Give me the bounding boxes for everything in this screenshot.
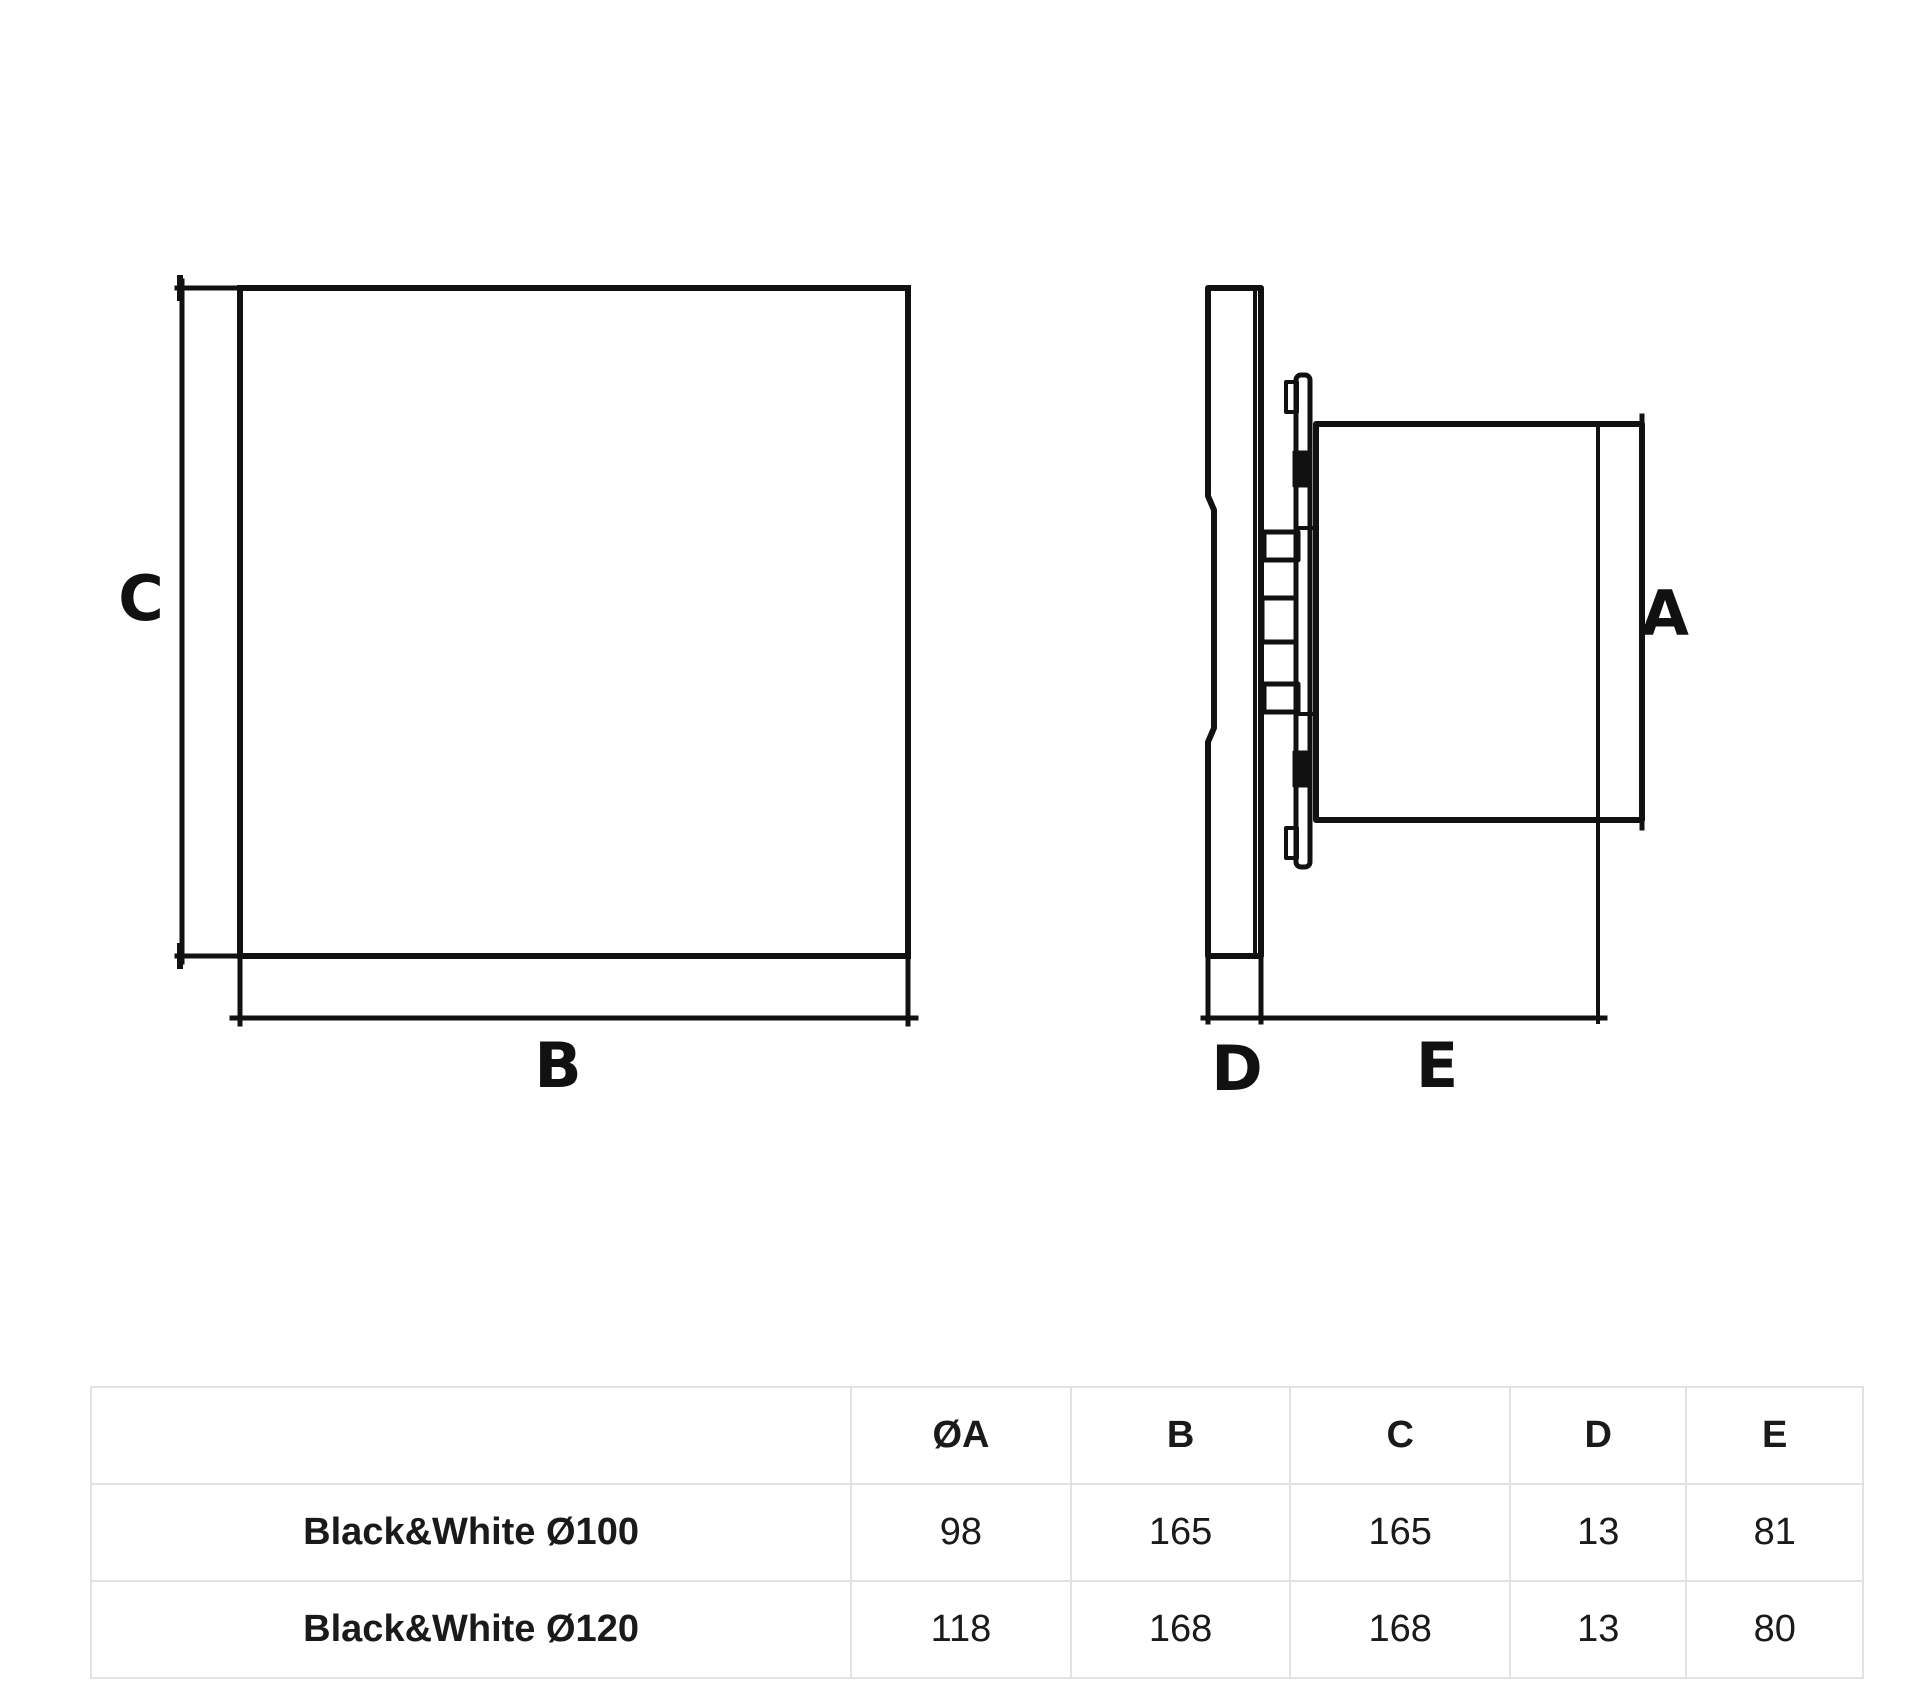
table-row: Black&White Ø120 118 168 168 13 80 <box>89 1580 1864 1679</box>
dim-label-d: D <box>1211 1032 1262 1105</box>
value-a: 98 <box>850 1483 1072 1582</box>
header-e: E <box>1685 1386 1864 1485</box>
front-panel <box>237 285 911 959</box>
model-name: Black&White Ø100 <box>89 1483 853 1582</box>
table-row: Black&White Ø100 98 165 165 13 81 <box>89 1483 1864 1582</box>
dimensions-table: ØA B C D E Black&White Ø100 98 165 165 1… <box>89 1386 1864 1679</box>
header-c: C <box>1289 1386 1511 1485</box>
value-d: 13 <box>1508 1483 1688 1582</box>
dim-label-e: E <box>1416 1029 1458 1102</box>
header-a: ØA <box>850 1386 1072 1485</box>
value-e: 81 <box>1685 1483 1864 1582</box>
value-c: 165 <box>1289 1483 1511 1582</box>
dim-label-b: B <box>534 1029 581 1102</box>
model-name: Black&White Ø120 <box>89 1580 853 1679</box>
value-d: 13 <box>1508 1580 1688 1679</box>
value-b: 168 <box>1069 1580 1292 1679</box>
dim-label-c: C <box>118 562 164 635</box>
header-d: D <box>1508 1386 1688 1485</box>
dim-label-a: A <box>1641 577 1689 650</box>
side-panel <box>1205 285 1264 959</box>
header-b: B <box>1069 1386 1292 1485</box>
value-e: 80 <box>1685 1580 1864 1679</box>
value-b: 165 <box>1069 1483 1292 1582</box>
table-header-row: ØA B C D E <box>89 1386 1864 1485</box>
spigot <box>1313 421 1645 823</box>
front-view <box>174 275 919 1027</box>
value-a: 118 <box>850 1580 1072 1679</box>
header-empty <box>89 1386 853 1485</box>
value-c: 168 <box>1289 1580 1511 1679</box>
side-view <box>1200 285 1645 1025</box>
